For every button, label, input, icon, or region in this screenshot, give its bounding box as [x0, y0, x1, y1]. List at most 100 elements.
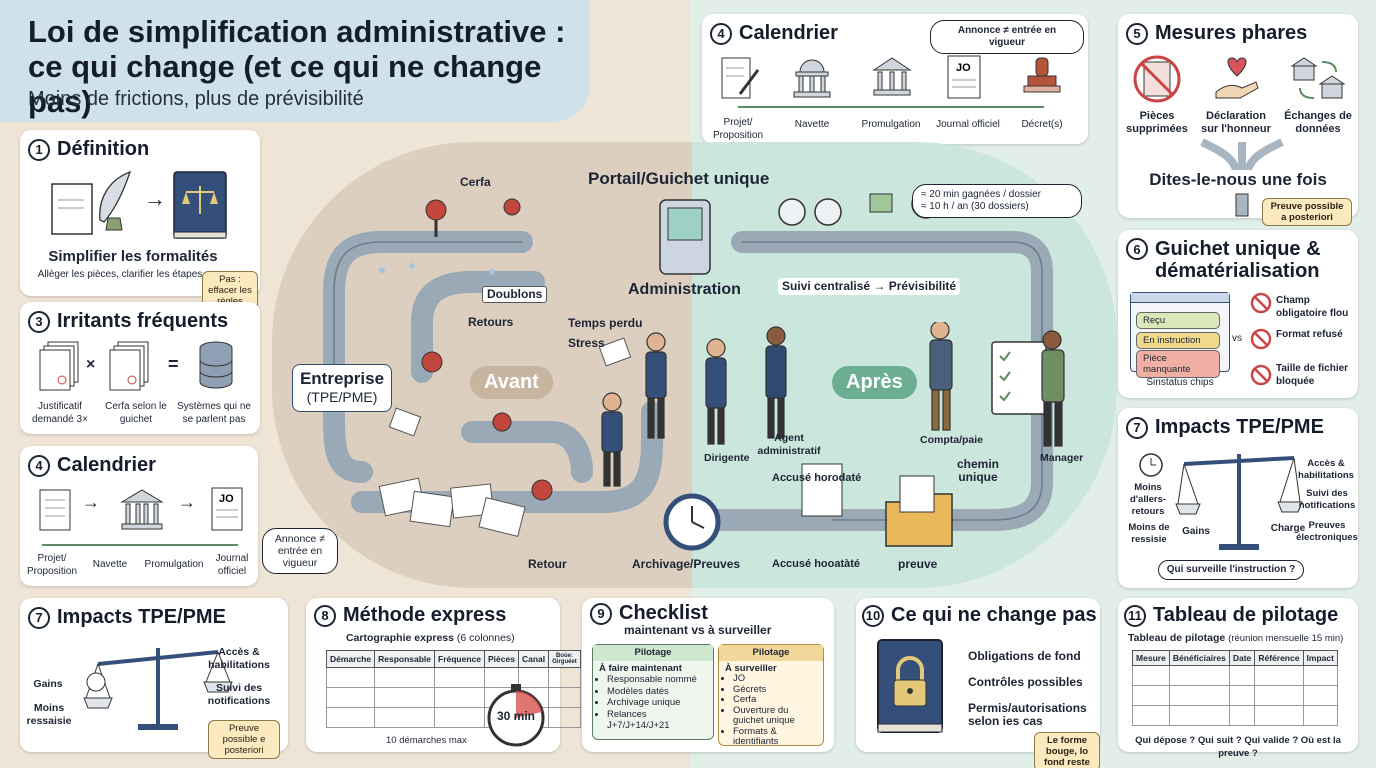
suivi-label: Suivi centralisé → Prévisibilité [778, 278, 961, 295]
section-title: Mesures phares [1155, 22, 1308, 44]
section-title: Irritants fréquents [57, 310, 229, 332]
equals-symbol: = [168, 354, 179, 374]
methode-subtitle: Cartographie express (6 colonnes) [346, 632, 515, 644]
timeline-step: Navette [92, 559, 128, 570]
section-title: Impacts TPE/PME [57, 606, 226, 628]
impact-right-label: Suivi des notifications [207, 682, 271, 707]
checklist-now-list: Responsable nomméModèles datésArchivage … [599, 674, 707, 732]
forbidden-icon [1250, 328, 1272, 350]
timeline-line [738, 106, 1044, 108]
definition-sub: Allèger les pièces, clarifier les étapes [37, 269, 203, 280]
document-pen-icon [721, 57, 760, 99]
data-exchange-icon [1290, 57, 1346, 99]
portail-label: Portail/Guichet unique [588, 169, 770, 188]
manager-label: Manager [1040, 452, 1084, 464]
courthouse-icon [872, 57, 912, 96]
status-chip-recu: Reçu [1136, 312, 1220, 329]
doublons-label: Doublons [482, 286, 548, 303]
heart-hand-icon [1215, 57, 1259, 99]
definition-main: Simplifier les formalités [48, 248, 218, 265]
temps-label: Temps perdu [568, 316, 643, 330]
tableau-footer: Qui dépose ? Qui suit ? Qui valide ? Où … [1135, 735, 1341, 759]
charge-label: Charge [1270, 523, 1306, 534]
chemin-label: chemin unique [956, 457, 999, 484]
times-symbol: × [86, 356, 96, 373]
irritant-item: Cerfa selon le guichet [105, 401, 167, 425]
section-title: Impacts TPE/PME [1155, 416, 1324, 438]
chips-label: Sinstatus chips [1146, 377, 1214, 388]
impact-left-label: Moins d'allers-retours [1129, 482, 1167, 517]
impact-left-label: Gains [33, 678, 63, 690]
problem-item: Champ obligatoire flou [1276, 295, 1349, 319]
form-stack-icon [109, 341, 149, 391]
compta-label: Compta/paie [920, 434, 984, 446]
section-number: 7 [28, 606, 50, 629]
irritant-item: Systèmes qui ne se parlent pas [177, 401, 251, 425]
section-number: 4 [710, 22, 732, 45]
accuse-bottom-label: Accusé hooatàté [772, 558, 861, 570]
section-number: 8 [314, 604, 336, 627]
checklist-watch-tag: Pilotage [719, 645, 823, 661]
dirigente-label: Dirigente [704, 452, 750, 464]
section-number: 3 [28, 310, 50, 333]
mesure-item: Déclaration sur l'honneur [1201, 110, 1271, 135]
document-icon [39, 489, 71, 531]
methode-footnote: 10 démarches max [386, 735, 467, 746]
section-title: Guichet unique & dématérialisation [1155, 238, 1321, 282]
timeline-line [42, 544, 238, 546]
problem-item: Taille de fichier bloquée [1276, 363, 1349, 387]
database-icon [199, 341, 233, 389]
section-number: 10 [862, 604, 884, 627]
time-saved-bubble: ≈ 20 min gagnées / dossier≈ 10 h / an (3… [912, 184, 1082, 218]
locked-book-icon [877, 639, 943, 733]
timeline-step: Projet/ Proposition [712, 117, 764, 141]
checklist-watch: Pilotage À surveiller JOGécretsCerfaOuve… [718, 644, 824, 747]
section-title: Méthode express [343, 604, 507, 626]
retour-label: Retour [528, 557, 567, 571]
preuve-label: preuve [898, 557, 938, 571]
arrow-icon: → [82, 492, 100, 512]
people-illustration [601, 322, 1065, 487]
checklist-now-tag: Pilotage [593, 645, 713, 661]
section-title: Calendrier [57, 454, 156, 476]
pipes [322, 189, 1053, 551]
surveille-bubble: Qui surveille l'instruction ? [1158, 560, 1304, 580]
jo-text: JO [219, 493, 234, 505]
status-chip-missing: Pièce manquante [1136, 350, 1220, 378]
timeline-step: Journal officiel [215, 553, 249, 577]
law-book-icon [173, 171, 227, 239]
forbidden-icon [1250, 364, 1272, 386]
impact-right-label: Preuves électroniques [1296, 520, 1358, 543]
section-number: 9 [590, 602, 612, 625]
checklist-now-head: À faire maintenant [599, 662, 682, 674]
avant-pill: Avant [470, 366, 553, 399]
forbidden-icon [1250, 292, 1272, 314]
parliament-dome-icon [793, 59, 831, 98]
journal-icon: JO [947, 55, 981, 99]
stopwatch-icon [487, 684, 545, 747]
section-title: Checklist [619, 602, 708, 624]
nochange-item: Contrôles possibles [968, 675, 1083, 689]
jo-text: JO [956, 62, 971, 74]
section-number: 4 [28, 454, 50, 477]
section-title: Définition [57, 138, 150, 160]
mesures-tagline: Dites-le-nous une fois [1126, 170, 1350, 190]
entreprise-label: Entreprise(TPE/PME) [292, 364, 392, 412]
tableau-subtitle: Tableau de pilotage (réunion mensuelle 1… [1128, 632, 1344, 644]
apres-pill: Après [832, 366, 917, 399]
checklist-subtitle: maintenant vs à surveiller [624, 623, 772, 637]
arrow-icon: → [178, 492, 196, 512]
status-chip-instruction: En instruction [1136, 332, 1220, 349]
impacts-note: Preuve possible e posteriori [208, 720, 280, 759]
announce-bubble-top: Annonce ≠ entrée en vigueur [930, 20, 1084, 54]
